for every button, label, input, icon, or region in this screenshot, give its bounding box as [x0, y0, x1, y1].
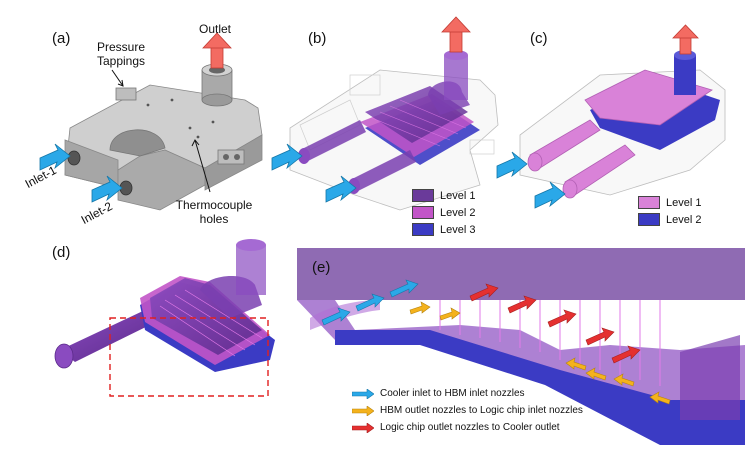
panel-c-outlet-arrow [672, 24, 699, 55]
panel-a-housing [64, 63, 263, 211]
legend-label: Level 2 [666, 213, 702, 226]
legend-swatch [412, 206, 434, 219]
panel-c-inlet2-arrow [534, 181, 566, 209]
legend-item: Level 2 [412, 206, 475, 219]
legend-item: Level 1 [412, 189, 475, 202]
panel-e-yellow-arrows [409, 301, 671, 405]
panel-a-inlet1-arrow [39, 143, 71, 171]
thermocouple-pointer [194, 139, 211, 193]
outlet-label: Outlet [199, 22, 232, 36]
legend-item: Level 3 [412, 223, 475, 236]
panel-d-fluid-domain [54, 239, 275, 372]
legend-item: HBM outlet nozzles to Logic chip inlet n… [352, 402, 583, 419]
legend-label: Logic chip outlet nozzles to Cooler outl… [380, 422, 560, 433]
blue-arrow-icon [352, 388, 374, 399]
panel-a-label: (a) [52, 30, 71, 47]
panel-a-outlet-arrow [202, 32, 232, 69]
legend-item: Level 2 [638, 213, 701, 226]
panel-b-label: (b) [308, 30, 327, 47]
thermocouple-label: Thermocouple holes [175, 198, 253, 226]
legend-swatch [638, 213, 660, 226]
panel-b-inlet1-arrow [271, 143, 303, 171]
panel-e-label: (e) [312, 259, 331, 276]
pressure-tappings-pointer [111, 69, 124, 87]
panel-d-zoom-box [109, 317, 269, 397]
panel-b-outlet-arrow [441, 16, 471, 53]
legend-label: Level 1 [440, 189, 476, 202]
panel-e-legend: Cooler inlet to HBM inlet nozzles HBM ou… [352, 385, 583, 436]
pressure-tappings-label: Pressure Tappings [96, 40, 146, 68]
panel-c-levels [527, 50, 720, 199]
legend-item: Cooler inlet to HBM inlet nozzles [352, 385, 583, 402]
legend-label: Level 1 [666, 196, 702, 209]
thermocouple-pointer-head [191, 139, 200, 147]
panel-e-red-arrows [469, 283, 641, 364]
panel-c-label: (c) [530, 30, 548, 47]
legend-label: Level 2 [440, 206, 476, 219]
panel-a-inlet2-arrow [91, 175, 123, 203]
panel-b-inlet2-arrow [325, 175, 357, 203]
panel-c-inlet1-arrow [496, 151, 528, 179]
legend-swatch [412, 189, 434, 202]
legend-swatch [412, 223, 434, 236]
pressure-tappings-pointer-head [117, 79, 124, 87]
legend-label: HBM outlet nozzles to Logic chip inlet n… [380, 405, 583, 416]
legend-item: Logic chip outlet nozzles to Cooler outl… [352, 419, 583, 436]
red-arrow-icon [352, 422, 374, 433]
yellow-arrow-icon [352, 405, 374, 416]
legend-label: Level 3 [440, 223, 476, 236]
panel-e-blue-arrows [321, 279, 419, 326]
legend-swatch [638, 196, 660, 209]
legend-label: Cooler inlet to HBM inlet nozzles [380, 388, 525, 399]
panel-d-label: (d) [52, 244, 71, 261]
legend-item: Level 1 [638, 196, 701, 209]
